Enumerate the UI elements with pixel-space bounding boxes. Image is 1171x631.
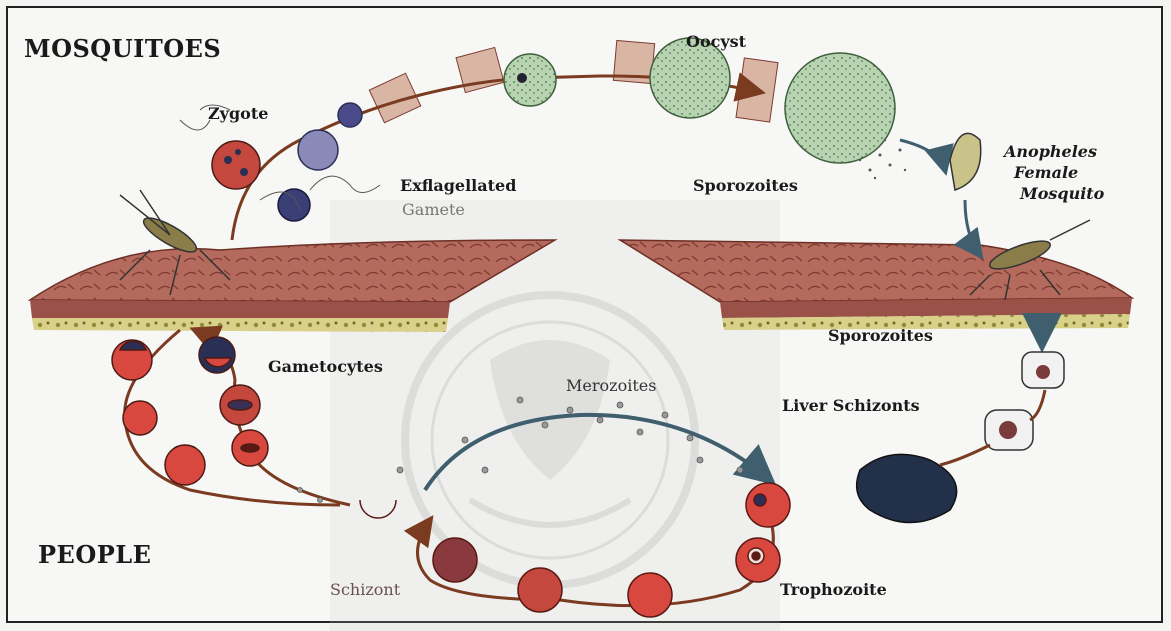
mosquito-label: Mosquito <box>1020 184 1104 204</box>
trophozoite-label: Trophozoite <box>780 580 887 599</box>
people-heading: PEOPLE <box>38 540 151 569</box>
sporozoites-top-label: Sporozoites <box>693 176 798 195</box>
gametocyte-cells <box>112 337 268 485</box>
liver-schizonts-label: Liver Schizonts <box>782 396 920 415</box>
female-label: Female <box>1014 163 1078 183</box>
merozoites-label: Merozoites <box>566 376 656 395</box>
oocyst-label: Oocyst <box>686 32 746 51</box>
gametocytes-label: Gametocytes <box>268 357 383 376</box>
zygote-label: Zygote <box>208 104 268 123</box>
liver-cells <box>857 352 1064 523</box>
anopheles-label: Anopheles <box>1004 142 1097 162</box>
exflagellated-label: Exflagellated <box>400 176 516 195</box>
gamete-label: Gamete <box>402 200 465 219</box>
oocyst-cells <box>504 38 895 163</box>
sporozoites-right-label: Sporozoites <box>828 326 933 345</box>
schizont-label: Schizont <box>330 580 400 599</box>
mosquitoes-heading: MOSQUITOES <box>24 34 221 63</box>
sporozoite-to-mosquito-arrow <box>900 140 945 170</box>
